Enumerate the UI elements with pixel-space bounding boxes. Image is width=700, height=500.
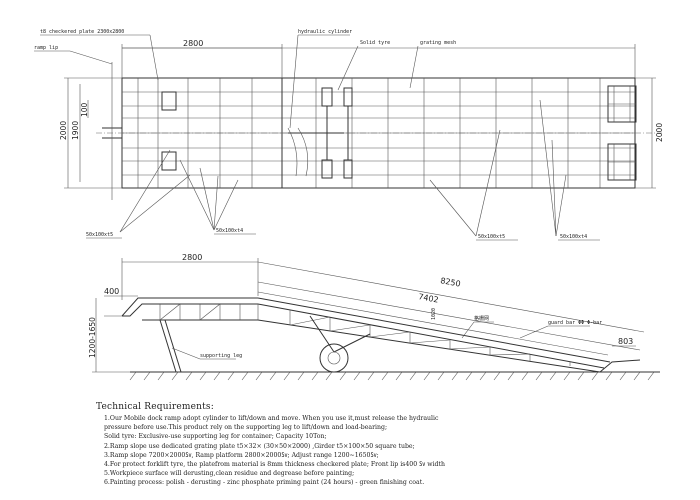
plan-view: 2800 2000 1900 100 2000 t8 checkered pla… bbox=[34, 29, 664, 241]
label-solid-tyre: Solid tyre bbox=[360, 40, 390, 46]
side-dim-2800: 2800 bbox=[182, 253, 202, 262]
tube-label-1: 50x100xt5 bbox=[86, 232, 113, 238]
side-dim-400: 400 bbox=[104, 287, 119, 296]
requirement-line: 1.Our Mobile dock ramp adopt cylinder to… bbox=[104, 415, 439, 422]
requirement-line: 4.For protect forklift tyre, the platefr… bbox=[104, 461, 445, 469]
label-grating-mesh-side: 格栅网 bbox=[474, 315, 489, 322]
label-hydraulic-cylinder: hydraulic cylinder bbox=[298, 29, 352, 35]
side-dim-8250: 8250 bbox=[440, 276, 462, 289]
side-dim-7402: 7402 bbox=[418, 292, 440, 305]
supporting-leg bbox=[159, 319, 177, 373]
label-guard-bar: guard bar ΦΦ Φ-bar bbox=[548, 320, 602, 326]
label-ramp-lip: ramp lip bbox=[34, 45, 58, 51]
ramp-lip bbox=[121, 297, 258, 317]
label-checkered-plate: t8 checkered plate 2300x2800 bbox=[40, 29, 124, 35]
guard-bar bbox=[257, 291, 609, 356]
solid-tyre-top bbox=[321, 87, 333, 107]
plan-dim-left-100: 100 bbox=[80, 102, 89, 117]
side-dim-1200-1650: 1200-1650 bbox=[88, 317, 97, 358]
plan-dim-right-2000: 2000 bbox=[655, 123, 664, 142]
requirement-line: 3.Ramp slope 7200×2000㏜, Ramp platform 2… bbox=[104, 451, 379, 459]
tube-label-2: 50x100xt4 bbox=[216, 228, 243, 234]
side-view: 2800 8250 7402 400 1200-1650 803 1020 su… bbox=[88, 253, 660, 381]
plan-dim-left-2000: 2000 bbox=[59, 121, 68, 140]
side-dim-803: 803 bbox=[618, 337, 633, 346]
label-grating-mesh: grating mesh bbox=[420, 40, 456, 46]
tube-label-4: 50x100xt4 bbox=[560, 234, 587, 240]
requirement-line: Solid tyre: Exclusive-use supporting leg… bbox=[104, 433, 327, 441]
plan-dim-left-1900: 1900 bbox=[71, 121, 80, 140]
solid-tyre-side bbox=[319, 343, 349, 373]
side-dim-grating: 1020 bbox=[431, 308, 437, 320]
label-supporting-leg: supporting leg bbox=[200, 353, 242, 359]
technical-requirements: Technical Requirements: 1.Our Mobile doc… bbox=[96, 402, 656, 488]
requirement-line: 2.Ramp slope use dedicated grating plate… bbox=[104, 442, 415, 450]
requirement-line: pressure before use.This product rely on… bbox=[104, 424, 388, 432]
plan-dim-top: 2800 bbox=[183, 39, 203, 48]
requirements-title: Technical Requirements: bbox=[96, 402, 214, 412]
requirement-line: 6.Painting process: polish - derusting -… bbox=[104, 479, 425, 487]
requirement-line: 5.Workpiece surface will derusting,clean… bbox=[104, 470, 355, 478]
tube-label-3: 50x100xt5 bbox=[478, 234, 505, 240]
